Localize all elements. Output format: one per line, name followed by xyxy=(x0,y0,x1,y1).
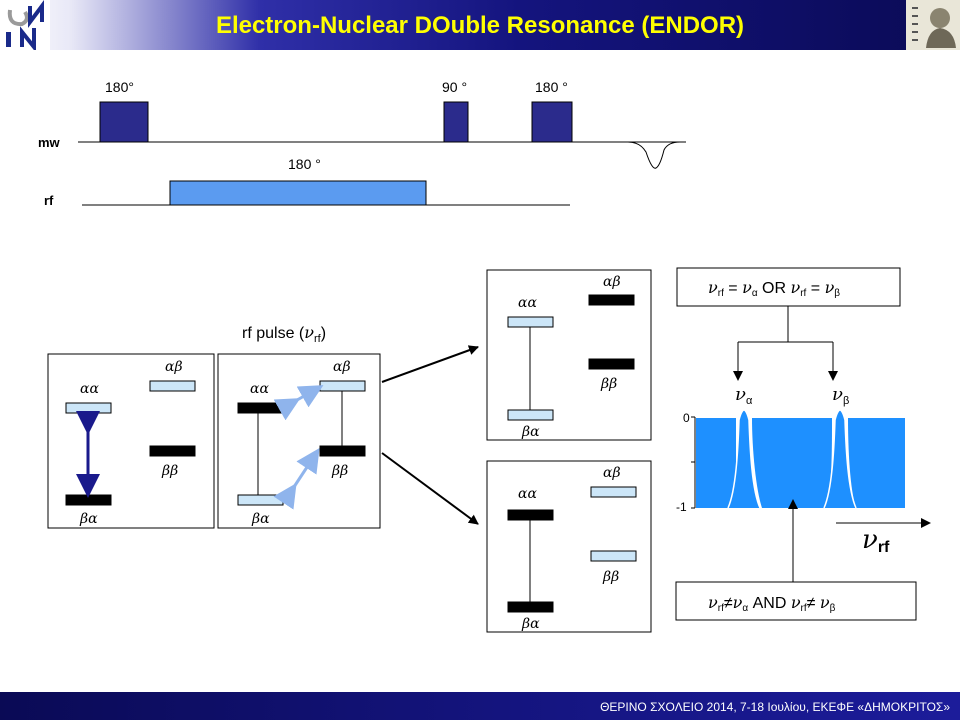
level-label-aa: αα xyxy=(250,381,269,397)
condition-notequal-box: νrf≠να AND νrf≠ νβ xyxy=(675,581,917,621)
pulse-sequence: mw rf 180° 90 ° 180 ° 180 ° xyxy=(38,79,686,208)
endor-spectrum: να νβ 0 -1 νrf xyxy=(676,384,931,556)
rf-pulse-caption: rf pulse (νrf) xyxy=(242,323,326,345)
footer-text: ΘΕΡΙΝΟ ΣΧΟΛΕΙΟ 2014, 7-18 Ιουλίου, ΕΚΕΦΕ… xyxy=(600,700,950,714)
mw-pulse-2 xyxy=(443,101,469,143)
level-ba xyxy=(237,494,284,506)
nu-alpha-label: να xyxy=(735,384,753,407)
spectrum-band-right xyxy=(848,418,905,508)
level-label-bb: ββ xyxy=(600,376,617,392)
level-aa xyxy=(507,316,554,328)
arrow-to-outcome-bottom xyxy=(381,452,479,525)
level-ab xyxy=(149,380,196,392)
level-bb xyxy=(590,550,637,562)
nu-beta-label: νβ xyxy=(832,384,849,407)
level-label-ab: αβ xyxy=(165,359,183,375)
nmr-transition-arrow-lower xyxy=(273,447,320,510)
level-label-bb: ββ xyxy=(602,569,619,585)
level-ba xyxy=(507,409,554,421)
school-emblem-graphic xyxy=(912,7,956,48)
mw-pulse-2-label: 90 ° xyxy=(442,79,467,95)
level-label-bb: ββ xyxy=(161,463,178,479)
arrow-to-outcome-top xyxy=(381,345,479,383)
level-label-ab: αβ xyxy=(603,274,621,290)
level-bb xyxy=(319,445,366,457)
level-label-ba: βα xyxy=(251,511,270,527)
mw-pulse-1 xyxy=(99,101,149,143)
mw-pulse-3-label: 180 ° xyxy=(535,79,568,95)
level-bb xyxy=(149,445,196,457)
energy-level-diagrams: rf pulse (νrf) αα αβ ββ βα αα αβ ββ βα α… xyxy=(47,267,931,633)
level-label-bb: ββ xyxy=(331,463,348,479)
peak-alpha-outline xyxy=(727,409,761,509)
page-title: Electron-Nuclear DOuble Resonance (ENDOR… xyxy=(215,12,745,39)
tick-label-0: 0 xyxy=(683,411,690,425)
level-diagram-initial: αα αβ ββ βα xyxy=(47,353,215,529)
level-aa xyxy=(65,402,112,414)
rf-label: rf xyxy=(44,193,54,208)
condition-equal-box: νrf = να OR νrf = νβ xyxy=(676,267,901,307)
school-emblem xyxy=(906,0,960,50)
rf-pulse xyxy=(169,180,427,206)
level-bb xyxy=(588,358,635,370)
header-bar xyxy=(0,0,960,50)
level-diagram-rf: αα αβ ββ βα xyxy=(217,353,381,529)
condition-equal-text: νrf = να OR νrf = νβ xyxy=(708,278,840,299)
level-aa xyxy=(237,402,284,414)
condition-notequal-text: νrf≠να AND νrf≠ νβ xyxy=(708,593,836,614)
institute-logo xyxy=(0,0,50,53)
tick-label-neg1: -1 xyxy=(676,500,687,514)
level-diagram-outcome-bottom: αα αβ ββ βα xyxy=(486,460,652,633)
level-label-ab: αβ xyxy=(333,359,351,375)
peak-beta-outline xyxy=(823,409,857,509)
footer-bar xyxy=(0,692,960,720)
spectrum-band-left xyxy=(696,418,736,508)
level-ba xyxy=(65,494,112,506)
institute-logo-graphic xyxy=(6,0,44,53)
x-axis-label: νrf xyxy=(862,525,890,556)
nmr-transition-arrow-upper xyxy=(273,385,324,421)
spectrum-band-mid xyxy=(752,418,832,508)
level-ab xyxy=(588,294,635,306)
level-label-ab: αβ xyxy=(603,465,621,481)
peak-alpha-body xyxy=(728,410,760,508)
level-diagram-outcome-top: αα αβ ββ βα xyxy=(486,269,652,441)
rf-pulse-label: 180 ° xyxy=(288,156,321,172)
mw-label: mw xyxy=(38,135,61,150)
level-label-ba: βα xyxy=(521,424,540,440)
peak-beta-body xyxy=(824,410,856,508)
echo-signal xyxy=(627,141,681,169)
level-label-aa: αα xyxy=(518,486,537,502)
mw-pulse-1-label: 180° xyxy=(105,79,134,95)
level-ab xyxy=(590,486,637,498)
level-ba xyxy=(507,601,554,613)
mw-pulse-3 xyxy=(531,101,573,143)
level-label-ba: βα xyxy=(79,511,98,527)
level-ab xyxy=(319,380,366,392)
level-aa xyxy=(507,509,554,521)
level-label-aa: αα xyxy=(518,295,537,311)
level-label-aa: αα xyxy=(80,381,99,397)
level-label-ba: βα xyxy=(521,616,540,632)
